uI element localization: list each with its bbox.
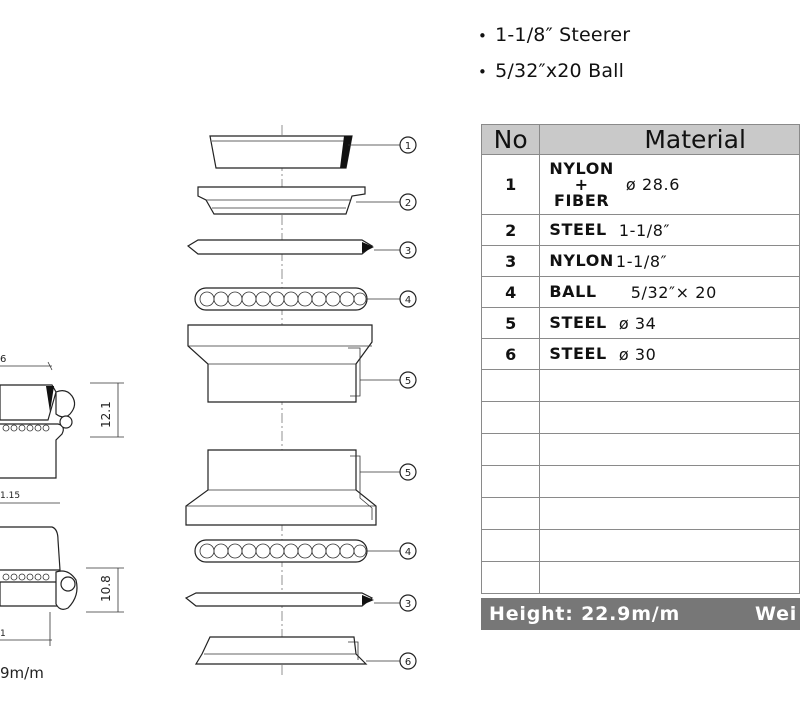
- callout-label: 3: [405, 599, 411, 610]
- material-text: STEEL: [549, 220, 607, 239]
- row-spec: 5/32″× 20: [630, 283, 717, 302]
- empty-row: [480, 401, 800, 434]
- table-row: 1 NYLON + FIBER ø 28.6: [480, 154, 800, 215]
- row-spec: ø 30: [618, 345, 657, 364]
- callout-5-lower: [399, 463, 417, 481]
- callout-label: 4: [405, 547, 411, 558]
- footer-height: Height: 22.9m/m: [489, 603, 681, 625]
- row-material: BALL 5/32″× 20: [539, 276, 800, 308]
- row-material: NYLON + FIBER ø 28.6: [539, 154, 800, 215]
- callout-4-lower: [399, 542, 417, 560]
- callout-label: 5: [405, 468, 411, 479]
- footer-bar: Height: 22.9m/m Wei: [481, 598, 800, 630]
- material-text: NYLON: [549, 251, 614, 270]
- callout-1: [399, 136, 417, 154]
- height-partial: 9m/m: [0, 664, 44, 682]
- callout-5-upper: [399, 371, 417, 389]
- callout-3: [399, 241, 417, 259]
- material-line: +: [574, 174, 589, 194]
- material-line: NYLON: [549, 158, 614, 178]
- row-material: STEEL ø 30: [539, 338, 800, 370]
- material-text: BALL: [549, 282, 597, 301]
- callout-label: 2: [405, 198, 411, 209]
- dim-upper: 6: [0, 354, 6, 365]
- callout-3-lower: [399, 594, 417, 612]
- material-text: STEEL: [549, 313, 607, 332]
- row-material: STEEL ø 34: [539, 307, 800, 339]
- material-stack: NYLON + FIBER: [549, 158, 614, 210]
- material-text: STEEL: [549, 344, 607, 363]
- exploded-view: [184, 125, 377, 675]
- spec-ball-text: 5/32″x20 Ball: [495, 60, 625, 82]
- row-no: 3: [480, 245, 541, 277]
- material-table: No Material 1 NYLON + FIBER ø 28.6 2 STE…: [480, 124, 800, 594]
- callout-label: 4: [405, 295, 411, 306]
- callout-label: 6: [405, 657, 411, 668]
- callouts: 1 2 3 4 5 5 4 3 6: [348, 136, 417, 670]
- empty-row: [480, 529, 800, 562]
- row-spec: 1-1/8″: [618, 221, 671, 240]
- table-row: 4 BALL 5/32″× 20: [480, 276, 800, 308]
- callout-2: [399, 193, 417, 211]
- ball-bearing-lower: [194, 539, 368, 563]
- empty-row: [480, 465, 800, 498]
- dim-mid: 1.15: [0, 491, 20, 501]
- row-no: 2: [480, 214, 541, 246]
- callout-label: 3: [405, 246, 411, 257]
- row-no: 1: [480, 154, 541, 215]
- callout-label: 5: [405, 376, 411, 387]
- empty-row: [480, 433, 800, 466]
- callout-label: 1: [405, 141, 411, 152]
- spec-ball: • 5/32″x20 Ball: [478, 60, 624, 82]
- bullet-icon: •: [478, 63, 488, 81]
- footer-weight: Wei: [755, 603, 798, 625]
- dim-top-cup-height: 12.1: [99, 401, 113, 428]
- empty-row: [480, 369, 800, 402]
- header-no: No: [480, 124, 541, 155]
- row-spec: ø 34: [618, 314, 657, 333]
- empty-row: [480, 561, 800, 594]
- callout-4: [399, 290, 417, 308]
- ball-bearing-upper: [194, 287, 368, 311]
- spec-steerer: • 1-1/8″ Steerer: [478, 24, 630, 46]
- table-row: 6 STEEL ø 30: [480, 338, 800, 370]
- callout-6: [399, 652, 417, 670]
- dim-lower: 1: [0, 629, 6, 639]
- table-header-row: No Material: [480, 124, 800, 155]
- row-no: 4: [480, 276, 541, 308]
- dim-bottom-cup-height: 10.8: [99, 575, 113, 602]
- header-material: Material: [539, 124, 800, 155]
- table-row: 2 STEEL 1-1/8″: [480, 214, 800, 246]
- empty-row: [480, 497, 800, 530]
- section-view: 6 12.1 1.15 10.8 1 9m/m: [0, 354, 124, 682]
- row-spec: 1-1/8″: [615, 252, 668, 271]
- row-spec: ø 28.6: [625, 175, 681, 194]
- spec-steerer-text: 1-1/8″ Steerer: [495, 24, 631, 46]
- row-no: 5: [480, 307, 541, 339]
- table-row: 5 STEEL ø 34: [480, 307, 800, 339]
- bullet-icon: •: [478, 27, 488, 45]
- row-no: 6: [480, 338, 541, 370]
- material-line: FIBER: [553, 190, 610, 210]
- row-material: STEEL 1-1/8″: [539, 214, 800, 246]
